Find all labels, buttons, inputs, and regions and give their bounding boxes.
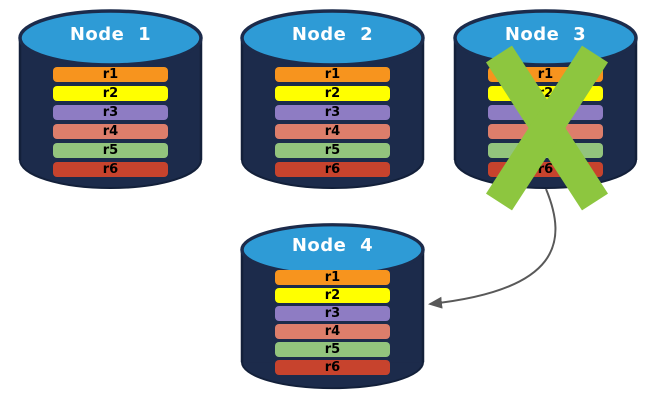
replica-row: r6 (53, 162, 168, 177)
replication-arrow (428, 188, 557, 309)
replica-row: r3 (275, 105, 390, 120)
replica-row: r2 (53, 86, 168, 101)
replica-row: r3 (53, 105, 168, 120)
node-2: Node 2 r1 r2 r3 r4 r5 r6 (240, 8, 425, 190)
replica-row: r4 (275, 124, 390, 139)
node-2-title: Node 2 (291, 24, 374, 45)
replica-row: r6 (275, 360, 390, 375)
replica-row: r2 (275, 86, 390, 101)
replica-row: r1 (275, 270, 390, 285)
replica-row: r6 (275, 162, 390, 177)
replica-row: r1 (275, 67, 390, 82)
node-2-rows: r1 r2 r3 r4 r5 r6 (275, 67, 390, 177)
replica-row: r4 (275, 324, 390, 339)
replica-row: r5 (275, 143, 390, 158)
replica-row: r5 (275, 342, 390, 357)
replica-row: r1 (53, 67, 168, 82)
replica-row: r2 (275, 288, 390, 303)
node-3-title: Node 3 (504, 24, 587, 45)
failure-x-icon (485, 45, 609, 211)
node-4-rows: r1 r2 r3 r4 r5 r6 (275, 270, 390, 375)
node-1-rows: r1 r2 r3 r4 r5 r6 (53, 67, 168, 177)
node-4-title: Node 4 (291, 235, 374, 256)
node-1-title: Node 1 (69, 24, 152, 45)
node-4: Node 4 r1 r2 r3 r4 r5 r6 (240, 222, 425, 390)
node-1: Node 1 r1 r2 r3 r4 r5 r6 (18, 8, 203, 190)
replica-row: r5 (53, 143, 168, 158)
replica-row: r3 (275, 306, 390, 321)
replica-row: r4 (53, 124, 168, 139)
